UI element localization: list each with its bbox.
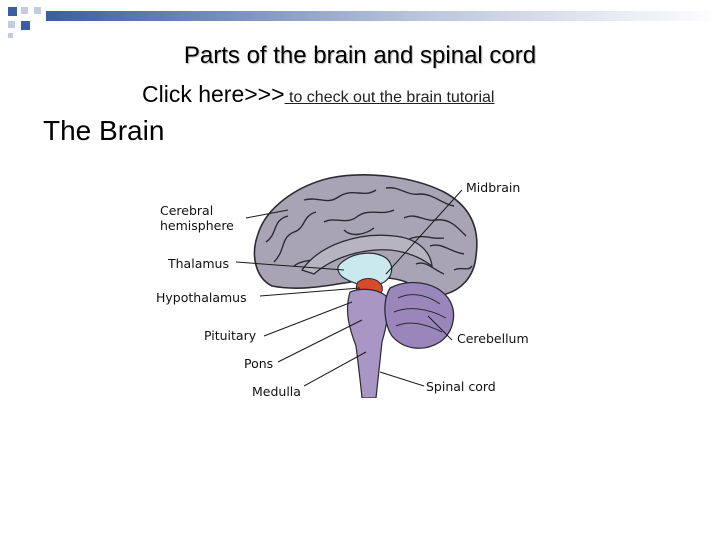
brain-tutorial-link[interactable]: to check out the brain tutorial	[284, 89, 495, 106]
label-thalamus: Thalamus	[168, 256, 229, 271]
label-medulla: Medulla	[252, 384, 301, 399]
decorative-header-bar	[8, 7, 720, 38]
leader-lines	[235, 189, 463, 387]
label-cerebral-hemisphere-line1: Cerebral	[160, 203, 214, 218]
tutorial-link-line: Click here>>> to check out the brain tut…	[142, 80, 494, 112]
brain-illustration	[154, 166, 536, 398]
label-hypothalamus: Hypothalamus	[156, 290, 247, 305]
label-midbrain: Midbrain	[466, 180, 521, 195]
brainstem-shape	[346, 288, 389, 398]
section-heading: The Brain	[43, 115, 165, 146]
label-cerebral-hemisphere-line2: hemisphere	[160, 218, 234, 233]
label-pituitary: Pituitary	[204, 328, 257, 343]
cerebellum-folia	[393, 294, 447, 333]
label-cerebellum: Cerebellum	[457, 331, 529, 346]
corpus-callosum-shape	[300, 234, 433, 275]
slide-title: Parts of the brain and spinal cord	[183, 42, 537, 69]
label-pons: Pons	[244, 356, 274, 371]
cerebellum-shape	[384, 281, 455, 349]
label-spinal-cord: Spinal cord	[426, 379, 496, 394]
brain-diagram: Cerebral hemisphere Thalamus Hypothalamu…	[154, 166, 536, 399]
click-here-text: Click here>>>	[142, 81, 285, 107]
